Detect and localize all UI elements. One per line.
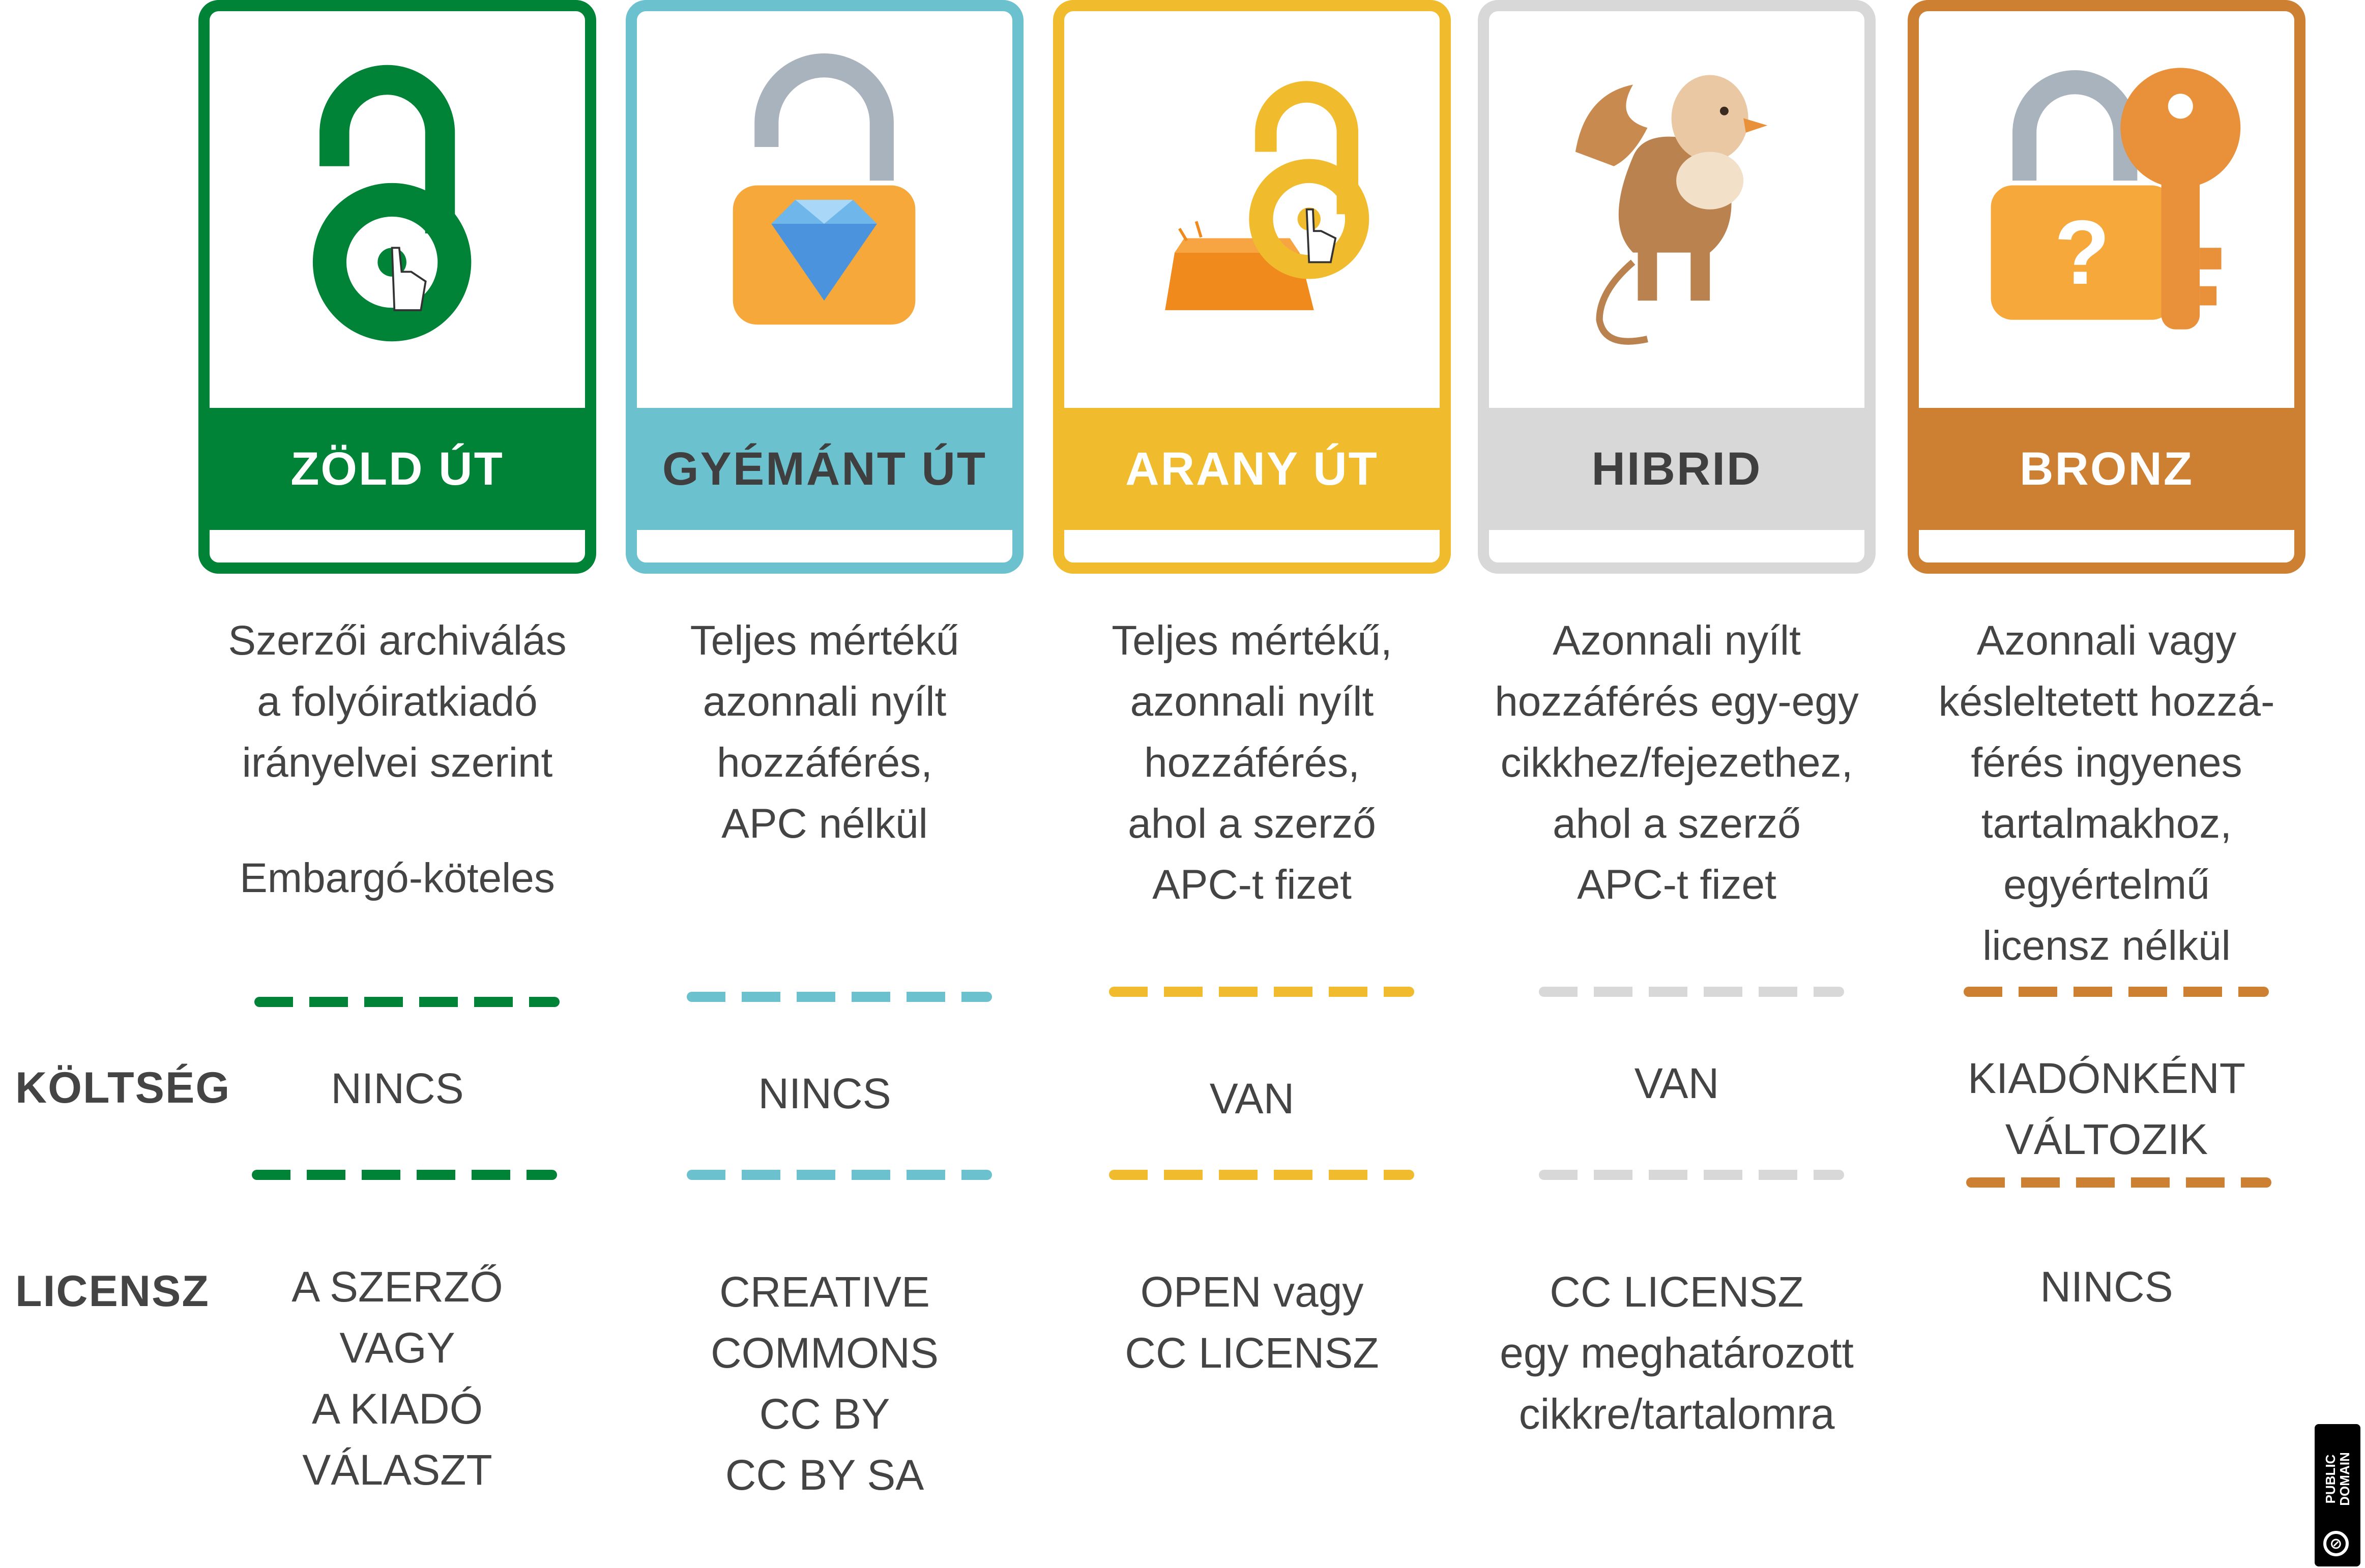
public-domain-label: PUBLIC DOMAIN [2323, 1452, 2352, 1505]
badge-label-bottom: DOMAIN [2337, 1452, 2352, 1506]
license-line: CC LICENSZ [1550, 1268, 1804, 1316]
description-line: ahol a szerző [1128, 801, 1376, 847]
card-title: ARANY ÚT [1064, 408, 1440, 530]
gold-bar-open-access-icon [1064, 11, 1440, 403]
description-line: cikkhez/fejezethez, [1500, 739, 1853, 786]
griffin-icon [1489, 11, 1864, 403]
card-gold: ARANY ÚT [1053, 0, 1451, 574]
description-line: Teljes mértékű, [1112, 617, 1392, 664]
public-domain-icon: ⊘ [2323, 1531, 2349, 1556]
card-title: GYÉMÁNT ÚT [637, 408, 1012, 530]
description-line: Szerzői archiválás [228, 617, 567, 664]
description-line: késleltetett hozzá- [1938, 678, 2275, 725]
cost-value: NINCS [605, 1063, 1044, 1124]
dashed-divider [1539, 1170, 1844, 1180]
cost-value: NINCS [178, 1058, 617, 1119]
license-line: OPEN vagy [1140, 1268, 1364, 1316]
cost-line: VÁLTOZIK [2005, 1115, 2208, 1163]
card-diamond: GYÉMÁNT ÚT [626, 0, 1024, 574]
license-line: cikkre/tartalomra [1519, 1390, 1835, 1438]
public-domain-badge: PUBLIC DOMAIN ⊘ [2315, 1424, 2360, 1566]
cost-line: NINCS [331, 1064, 464, 1112]
dashed-divider [687, 992, 992, 1002]
description-line: irányelvei szerint [242, 739, 553, 786]
dashed-divider [1964, 987, 2269, 997]
row-label-license: LICENSZ [15, 1267, 210, 1316]
license-line: egy meghatározott [1500, 1329, 1854, 1377]
license-line: CC LICENSZ [1125, 1329, 1379, 1377]
license-value: OPEN vagy CC LICENSZ [1033, 1261, 1471, 1383]
description-line: licensz nélkül [1982, 923, 2231, 969]
description-line: APC nélkül [721, 801, 928, 847]
card-title: HIBRID [1489, 408, 1864, 530]
description-line: azonnali nyílt [703, 678, 947, 725]
description-line: hozzáférés, [1144, 739, 1360, 786]
cost-value: VAN [1033, 1068, 1471, 1129]
padlock-key-question-icon: ? [1919, 11, 2294, 403]
description-line: APC-t fizet [1577, 862, 1776, 908]
dashed-divider [1109, 987, 1414, 997]
card-title: ZÖLD ÚT [210, 408, 585, 530]
license-line: NINCS [2040, 1263, 2173, 1311]
card-hybrid: HIBRID [1478, 0, 1876, 574]
cost-value: KIADÓNKÉNT VÁLTOZIK [1887, 1048, 2326, 1170]
description-line: Teljes mértékű [690, 617, 959, 664]
description: Teljes mértékű, azonnali nyílt hozzáféré… [1033, 610, 1471, 915]
description-line: tartalmakhoz, [1981, 801, 2232, 847]
dashed-divider [254, 997, 560, 1007]
description: Azonnali nyílt hozzáférés egy-egy cikkhe… [1457, 610, 1896, 915]
license-line: A KIADÓ [311, 1385, 483, 1433]
dashed-divider [1109, 1170, 1414, 1180]
dashed-divider [687, 1170, 992, 1180]
svg-text:?: ? [2054, 201, 2110, 303]
description-line: egyértelmű [2003, 862, 2210, 908]
diamond-lock-icon [637, 11, 1012, 403]
description-line: hozzáférés egy-egy [1495, 678, 1859, 725]
description: Teljes mértékű azonnali nyílt hozzáférés… [605, 610, 1044, 854]
description-line: Azonnali nyílt [1553, 617, 1801, 664]
open-access-lock-icon [210, 11, 585, 403]
description-line: a folyóiratkiadó [257, 678, 538, 725]
license-line: A SZERZŐ [291, 1263, 503, 1311]
card-bronze: ? BRONZ [1908, 0, 2305, 574]
license-value: NINCS [1887, 1256, 2326, 1317]
description-line: azonnali nyílt [1130, 678, 1374, 725]
cost-line: NINCS [758, 1070, 891, 1117]
card-green: ZÖLD ÚT [198, 0, 596, 574]
license-line: CREATIVE [719, 1268, 930, 1316]
license-value: CREATIVE COMMONS CC BY CC BY SA [605, 1261, 1044, 1505]
description-line: APC-t fizet [1152, 862, 1352, 908]
badge-label-top: PUBLIC [2323, 1454, 2338, 1504]
license-line: CC BY SA [725, 1451, 924, 1499]
card-title: BRONZ [1919, 408, 2294, 530]
row-label-cost: KÖLTSÉG [15, 1063, 231, 1112]
description: Szerzői archiválás a folyóiratkiadó irán… [178, 610, 617, 793]
description: Azonnali vagy késleltetett hozzá- férés … [1887, 610, 2326, 977]
license-value: A SZERZŐ VAGY A KIADÓ VÁLASZT [178, 1256, 617, 1500]
license-value: CC LICENSZ egy meghatározott cikkre/tart… [1457, 1261, 1896, 1444]
cost-line: VAN [1634, 1059, 1719, 1107]
description-line: ahol a szerző [1553, 801, 1801, 847]
embargo-note: Embargó-köteles [240, 855, 555, 901]
description-line: Azonnali vagy [1976, 617, 2237, 664]
description-line: férés ingyenes [1971, 739, 2242, 786]
dashed-divider [1539, 987, 1844, 997]
description-line: hozzáférés, [717, 739, 932, 786]
license-line: VÁLASZT [302, 1446, 492, 1494]
dashed-divider [252, 1170, 557, 1180]
cost-line: KIADÓNKÉNT [1967, 1054, 2246, 1102]
license-line: CC BY [759, 1390, 890, 1438]
cost-line: VAN [1209, 1075, 1295, 1122]
dashed-divider [1966, 1177, 2271, 1188]
cost-value: VAN [1457, 1053, 1896, 1114]
license-line: VAGY [339, 1324, 455, 1372]
license-line: COMMONS [711, 1329, 939, 1377]
